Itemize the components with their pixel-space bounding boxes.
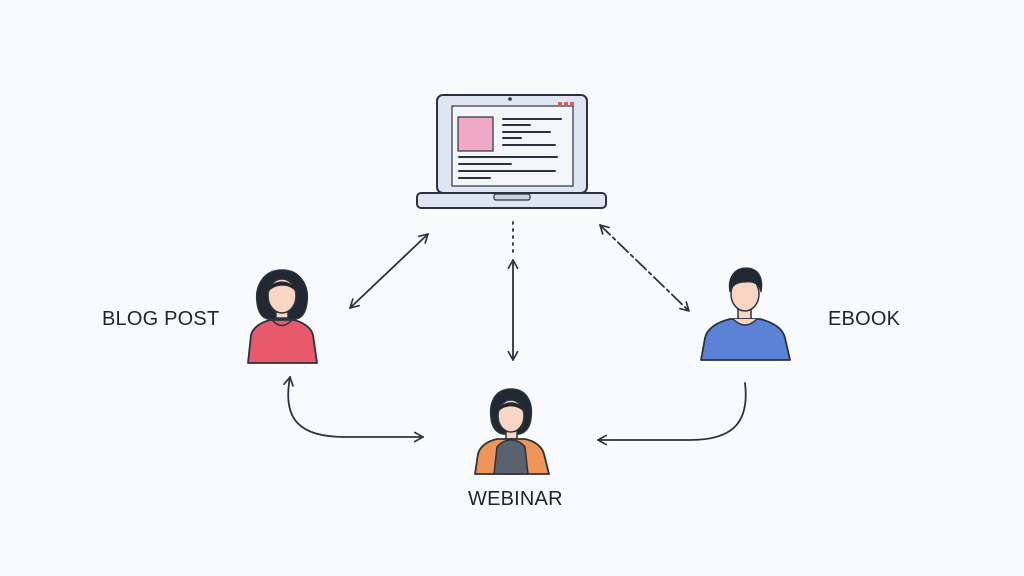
laptop-icon: [416, 94, 607, 209]
person-male-icon: [700, 267, 791, 361]
person-female-icon: [247, 269, 318, 364]
arrow-blog-webinar: [283, 376, 424, 443]
ebook-label: EBOOK: [828, 308, 901, 330]
image-thumbnail: [457, 116, 494, 152]
person-female-icon: [474, 388, 550, 475]
arrow-laptop-ebook: [599, 224, 690, 312]
text-lines: [458, 118, 562, 179]
arrow-blog-laptop: [349, 233, 429, 309]
blog-post-label: BLOG POST: [102, 308, 220, 330]
window-button-icon: [564, 102, 568, 106]
window-button-icon: [570, 102, 574, 106]
webinar-label: WEBINAR: [468, 488, 563, 510]
window-button-icon: [558, 102, 562, 106]
arrow-ebook-webinar: [597, 382, 747, 446]
